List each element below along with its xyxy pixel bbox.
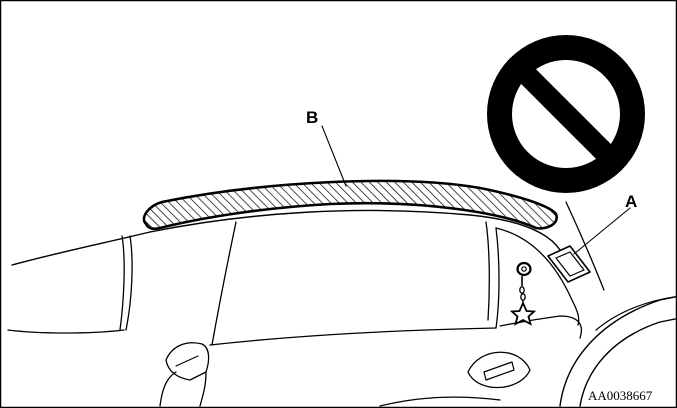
callout-label-a: A: [625, 193, 637, 210]
no-entry-prohibition-icon: [487, 35, 645, 193]
callout-label-b: B: [306, 109, 318, 126]
figure-code: AA0038667: [588, 389, 652, 402]
